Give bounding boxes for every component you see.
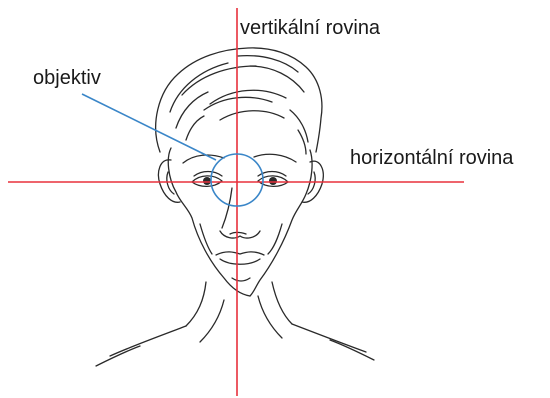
left-ear: [158, 160, 180, 202]
cheek-line: [268, 224, 282, 254]
left-shoulder: [110, 326, 186, 356]
lens-pointer-line: [82, 94, 216, 160]
left-shoulder-2: [96, 346, 140, 366]
hair-strand: [186, 116, 204, 140]
pupils: [203, 177, 277, 185]
right-pupil: [269, 177, 277, 185]
hair-outline: [156, 48, 322, 152]
lens-label: objektiv: [33, 68, 101, 88]
right-face-contour: [250, 150, 312, 296]
hair-strand: [204, 97, 272, 110]
chin-line: [232, 278, 250, 281]
hair-strand: [220, 111, 284, 120]
left-pupil: [203, 177, 211, 185]
right-shoulder-2: [330, 340, 374, 360]
nose-bridge: [222, 188, 232, 228]
cheek-line: [200, 224, 212, 254]
neck-left: [186, 282, 206, 326]
nose-tip: [230, 233, 246, 235]
right-shoulder: [292, 324, 366, 352]
neck-right: [272, 282, 292, 324]
face-drawing: [96, 48, 374, 366]
right-eyebrow: [254, 154, 296, 162]
hair-strand: [290, 110, 308, 142]
neck-muscle: [200, 300, 224, 342]
left-ear-inner: [167, 172, 174, 194]
hair-strand: [298, 130, 306, 154]
hair-strand: [238, 56, 298, 72]
upper-lip: [216, 252, 264, 255]
vertical-plane-label: vertikální rovina: [240, 18, 380, 38]
hair-strand: [170, 63, 228, 112]
hair-strand: [176, 92, 208, 128]
horizontal-plane-label: horizontální rovina: [350, 148, 513, 168]
lower-lip: [220, 259, 260, 264]
